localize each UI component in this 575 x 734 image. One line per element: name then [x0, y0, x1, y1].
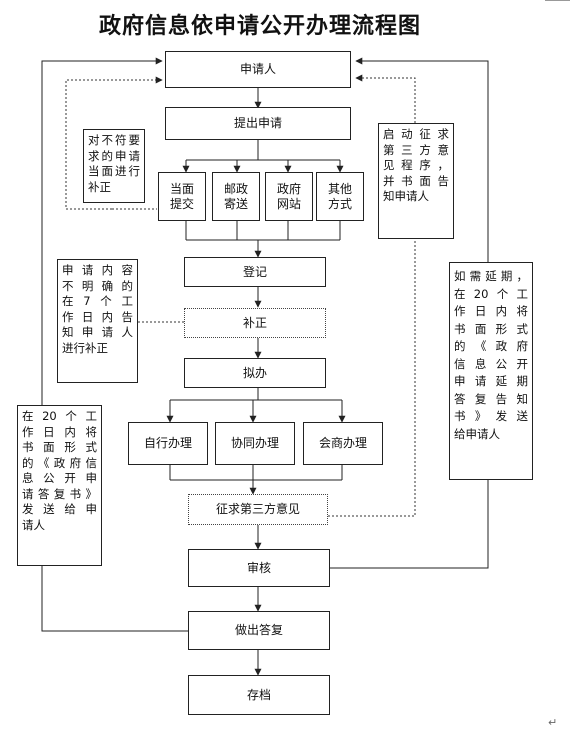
- note-line: 进行补正: [62, 340, 108, 355]
- submit-box: 提出申请: [165, 107, 351, 140]
- note-line: 如需延期，: [454, 269, 528, 283]
- channel-label: 当面 提交: [169, 181, 194, 211]
- note-line: 启动征求: [383, 127, 449, 141]
- unclear-request-note: 申请内容 不明确的 在7个工 作日内告 知申请人 进行补正: [57, 259, 138, 383]
- note-line: 知申请人: [62, 325, 133, 339]
- archive-box: 存档: [188, 675, 330, 715]
- note-line: 书面形式: [454, 321, 528, 336]
- note-line: 知申请人: [383, 189, 429, 203]
- note-line: 书面形式: [22, 440, 97, 454]
- page-title: 政府信息依申请公开办理流程图: [98, 13, 421, 39]
- return-mark-icon: ↵: [548, 716, 558, 729]
- note-line: 请人: [22, 517, 45, 532]
- note-line: 对不符要: [88, 133, 140, 147]
- applicant-box: 申请人: [165, 51, 351, 88]
- note-line: 不明确的: [62, 278, 133, 293]
- note-line: 申请内容: [62, 263, 133, 277]
- mode-coop-box: 协同办理: [215, 422, 295, 465]
- mode-self-box: 自行办理: [128, 422, 208, 465]
- note-line: 信息公开: [454, 356, 528, 371]
- note-line: 求的申请: [88, 148, 140, 163]
- third-party-box: 征求第三方意见: [188, 494, 328, 525]
- channel-label: 其他 方式: [327, 181, 352, 211]
- corner-rule: [545, 0, 570, 9]
- note-line: 补正: [88, 179, 111, 194]
- note-line: 息公开申: [22, 471, 97, 485]
- note-line: 在20个工: [454, 286, 528, 301]
- supplement-box: 补正: [184, 308, 326, 338]
- note-line: 当面进行: [88, 164, 140, 178]
- note-line: 在7个工: [62, 294, 133, 308]
- arrow-reply-to-applicant: [41, 57, 188, 632]
- note-line: 作日内将: [454, 304, 528, 318]
- note-line: 给申请人: [454, 426, 500, 441]
- note-line: 在20个工: [22, 409, 97, 423]
- note-line: 的《政府信: [22, 455, 97, 470]
- channel-label: 邮政 寄送: [223, 181, 248, 211]
- channel-other: 其他 方式: [316, 172, 364, 221]
- third-party-notice-note: 启动征求 第三方意 见程序， 并书面告 知申请人: [378, 123, 454, 239]
- arrow-thirdparty-to-applicant: [328, 74, 416, 517]
- reply-box: 做出答复: [188, 611, 330, 650]
- channel-in-person: 当面 提交: [158, 172, 206, 221]
- note-line: 发送给申: [22, 502, 97, 516]
- note-line: 答复告知: [454, 391, 528, 406]
- reply-within-20-days-note: 在20个工 作日内将 书面形式 的《政府信 息公开申 请答复书》 发送给申 请人: [17, 405, 102, 566]
- mode-consult-box: 会商办理: [303, 422, 383, 465]
- note-line: 见程序，: [383, 158, 449, 172]
- channel-label: 政府 网站: [276, 181, 301, 211]
- note-line: 并书面告: [383, 173, 449, 188]
- note-line: 的《政府: [454, 339, 528, 353]
- review-box: 审核: [188, 549, 330, 587]
- register-box: 登记: [184, 257, 326, 287]
- channel-website: 政府 网站: [265, 172, 313, 221]
- note-line: 书》发送: [454, 409, 528, 423]
- extension-note: 如需延期， 在20个工 作日内将 书面形式 的《政府 信息公开 申请延期 答复告…: [449, 262, 533, 480]
- note-line: 作日内将: [22, 424, 97, 439]
- note-line: 作日内告: [62, 309, 133, 324]
- note-line: 申请延期: [454, 374, 528, 388]
- channel-postal: 邮政 寄送: [212, 172, 260, 221]
- note-line: 请答复书》: [22, 486, 97, 501]
- note-line: 第三方意: [383, 142, 449, 157]
- draft-box: 拟办: [184, 358, 326, 388]
- nonconforming-note: 对不符要 求的申请 当面进行 补正: [83, 129, 145, 203]
